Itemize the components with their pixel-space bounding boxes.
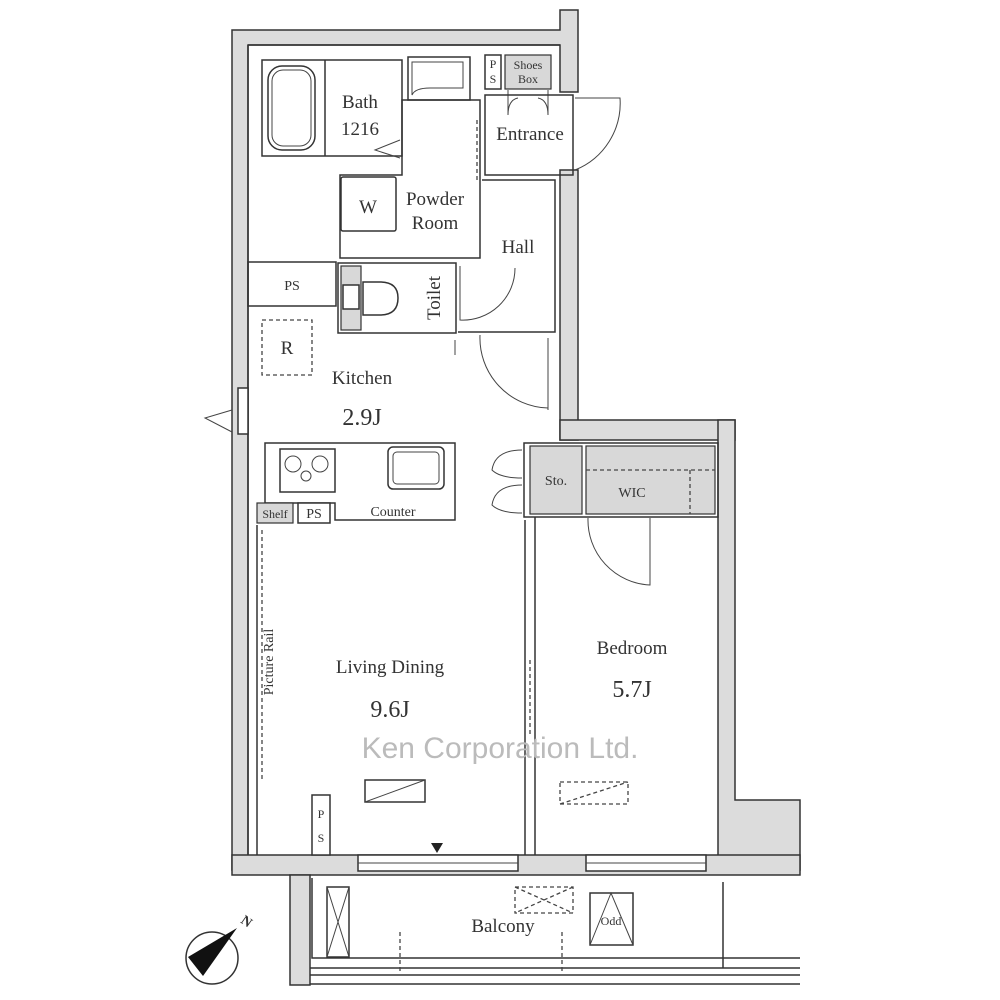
shelf-label: Shelf — [262, 507, 287, 521]
living-dining-size: 9.6J — [370, 697, 409, 723]
ps-bottom-label-1: P — [318, 807, 325, 821]
kitchen-size: 2.9J — [342, 405, 381, 431]
hall: Hall — [458, 179, 556, 333]
kitchen-counter: Shelf PS Counter — [256, 442, 456, 524]
storage-wic: Sto. WIC — [491, 442, 719, 586]
outdoor-unit-label: Odd — [601, 914, 622, 928]
ps-counter-label: PS — [306, 507, 322, 522]
toilet: Toilet — [337, 262, 516, 334]
compass-icon: N — [185, 913, 255, 985]
watermark: Ken Corporation Ltd. — [362, 732, 639, 765]
powder-room: W Powder Room — [339, 56, 481, 259]
bath-label: Bath — [342, 92, 378, 113]
washer-label: W — [359, 197, 377, 218]
bath-room: Bath 1216 — [261, 59, 403, 159]
ps-left: PS — [247, 261, 337, 307]
balcony-label: Balcony — [471, 916, 535, 937]
counter-label: Counter — [370, 505, 415, 520]
compass-north-label: N — [238, 913, 255, 931]
wic-label: WIC — [618, 486, 645, 501]
kitchen-label: Kitchen — [332, 368, 393, 389]
living-dining-label: Living Dining — [336, 657, 445, 678]
ps-top-label-2: S — [490, 72, 497, 86]
picture-rail-label: Picture Rail — [262, 629, 277, 696]
shoes-box: P S Shoes Box — [484, 54, 552, 116]
ps-top-label-1: P — [490, 57, 497, 71]
toilet-label: Toilet — [424, 275, 445, 320]
powder-room-label-1: Powder — [406, 189, 465, 210]
bedroom-size: 5.7J — [612, 677, 651, 703]
shoes-box-label-2: Box — [518, 72, 538, 86]
front-door — [574, 97, 621, 171]
powder-room-label-2: Room — [412, 213, 459, 234]
hall-label: Hall — [502, 237, 535, 258]
bath-size: 1216 — [341, 119, 379, 140]
bedroom-label: Bedroom — [597, 638, 668, 659]
balcony: Odd Balcony — [310, 878, 800, 985]
ps-left-label: PS — [284, 279, 300, 294]
shoes-box-label-1: Shoes — [514, 58, 543, 72]
wic-door — [587, 517, 651, 586]
entrance: Entrance — [484, 94, 621, 176]
living-dining: Picture Rail Living Dining 9.6J P S — [256, 517, 536, 856]
toilet-door — [459, 266, 516, 321]
ps-bottom-label-2: S — [318, 831, 325, 845]
entrance-label: Entrance — [496, 124, 564, 145]
fridge-label: R — [281, 338, 294, 359]
kitchen: R Kitchen 2.9J — [203, 319, 549, 435]
entry-marker-icon — [431, 843, 443, 853]
windows — [357, 854, 707, 872]
storage-label: Sto. — [545, 474, 567, 489]
bedroom: Bedroom 5.7J — [559, 638, 668, 805]
